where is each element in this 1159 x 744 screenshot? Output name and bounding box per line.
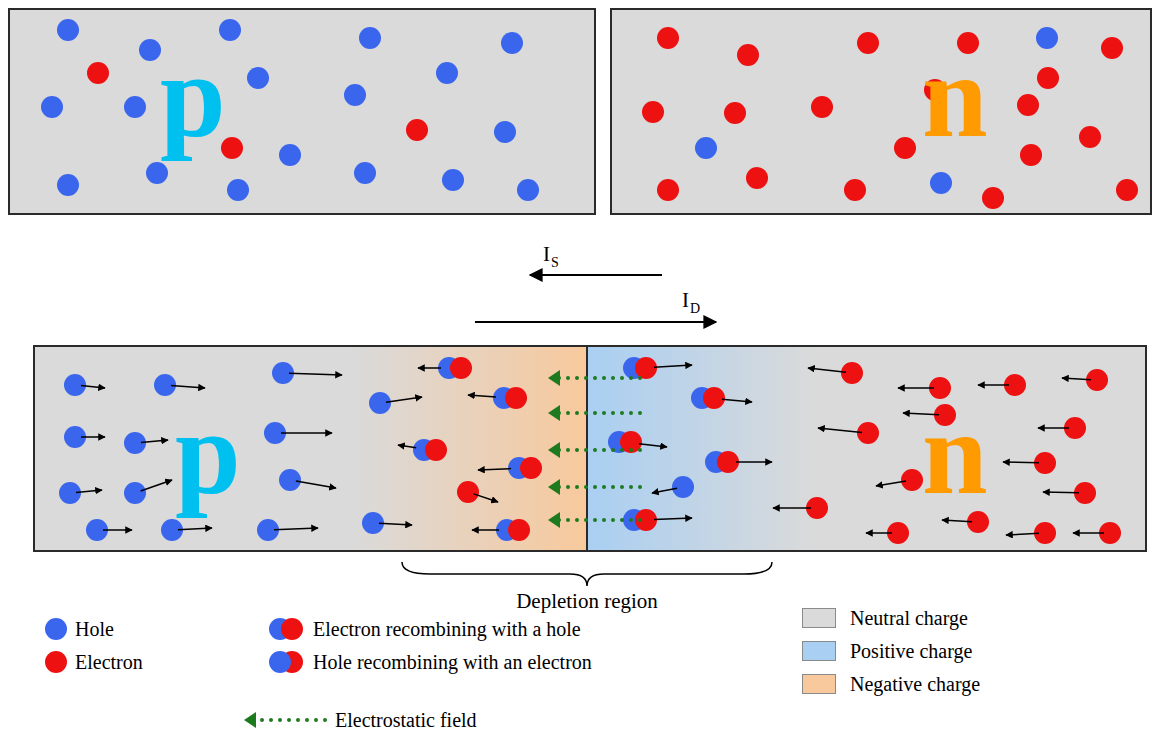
region-label: Depletion region — [516, 591, 658, 612]
region-letter: p — [175, 395, 241, 513]
legend-swatch — [802, 608, 836, 628]
legend-text: Electron — [75, 652, 143, 672]
legend-swatch — [802, 674, 836, 694]
legend-text: Hole — [75, 619, 114, 639]
semiconductor-box: n — [610, 8, 1152, 215]
legend-swatch — [802, 641, 836, 661]
current-symbol: I — [682, 290, 689, 311]
semiconductor-box: p — [8, 8, 596, 215]
current-symbol: I — [543, 244, 550, 265]
region-letter: n — [922, 38, 988, 156]
legend-text: Hole recombining with an electron — [313, 652, 592, 672]
legend-text: Electrostatic field — [335, 710, 477, 730]
legend-text: Positive charge — [850, 641, 972, 661]
semiconductor-box: pn — [33, 345, 1147, 552]
region-letter: p — [160, 38, 226, 156]
legend-text: Neutral charge — [850, 608, 968, 628]
legend-text: Electron recombining with a hole — [313, 619, 581, 639]
legend-text: Negative charge — [850, 674, 980, 694]
current-subscript: S — [551, 256, 559, 270]
region-letter: n — [922, 395, 988, 513]
current-subscript: D — [690, 302, 700, 316]
